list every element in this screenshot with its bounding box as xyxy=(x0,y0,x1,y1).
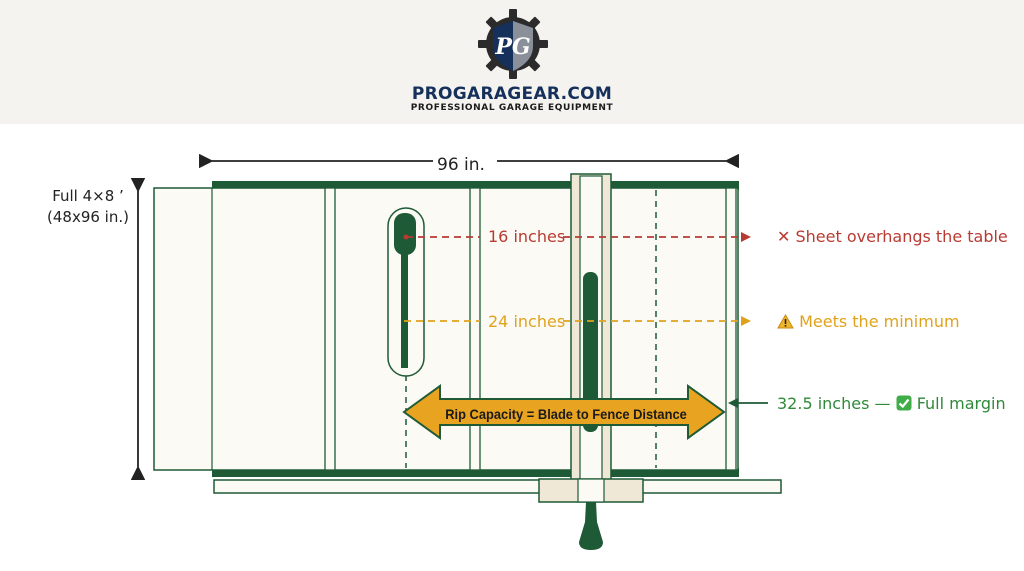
level-status-text: Sheet overhangs the table xyxy=(795,227,1008,246)
table-bottom-rail xyxy=(212,468,739,477)
table-top-rail xyxy=(212,181,739,190)
fence-handle[interactable] xyxy=(579,502,603,550)
sheet-size-line1: Full 4×8 ’ xyxy=(52,187,124,205)
rip-capacity-arrow xyxy=(402,384,726,440)
level-separator: — xyxy=(874,394,891,413)
level-status-text: Meets the minimum xyxy=(799,312,960,331)
table-seam xyxy=(725,187,737,471)
level-status-minimum: Meets the minimum xyxy=(777,312,960,331)
level-distance-24: 24 inches xyxy=(488,312,566,331)
check-box-icon xyxy=(896,394,912,413)
sheet-size-line2: (48x96 in.) xyxy=(47,208,129,226)
table-seam xyxy=(324,187,336,471)
site-header: PG PROGARAGEAR.COM PROFESSIONAL GARAGE E… xyxy=(0,0,1024,124)
rip-fence-bar xyxy=(583,272,598,432)
warning-icon xyxy=(777,312,794,331)
rip-capacity-label: Rip Capacity = Blade to Fence Distance xyxy=(445,406,687,422)
gear-shield-icon: PG xyxy=(478,9,548,79)
x-mark-icon: ✕ xyxy=(777,227,791,246)
level-distance-32: 32.5 inches xyxy=(777,394,870,413)
saw-blade-top xyxy=(394,213,416,255)
rip-capacity-diagram: 96 in. Full 4×8 ’ (48x96 in.) 16 inches … xyxy=(0,124,1024,571)
table-seam xyxy=(469,187,481,471)
saw-blade-body xyxy=(401,253,408,368)
width-dimension-label: 96 in. xyxy=(437,155,485,175)
fence-rail xyxy=(213,479,782,494)
sheet-size-label: Full 4×8 ’ (48x96 in.) xyxy=(40,186,136,228)
brand-name[interactable]: PROGARAGEAR.COM xyxy=(411,84,613,104)
fence-clamp-core xyxy=(577,478,605,503)
logo-letters: PG xyxy=(494,34,530,60)
level-distance-16: 16 inches xyxy=(488,227,566,246)
level-status-text: Full margin xyxy=(916,394,1006,413)
brand-tagline: PROFESSIONAL GARAGE EQUIPMENT xyxy=(410,103,614,113)
plywood-sheet xyxy=(153,187,739,471)
level-status-full-margin: 32.5 inches — Full margin xyxy=(777,394,1006,413)
level-status-overhang: ✕ Sheet overhangs the table xyxy=(777,227,1008,246)
